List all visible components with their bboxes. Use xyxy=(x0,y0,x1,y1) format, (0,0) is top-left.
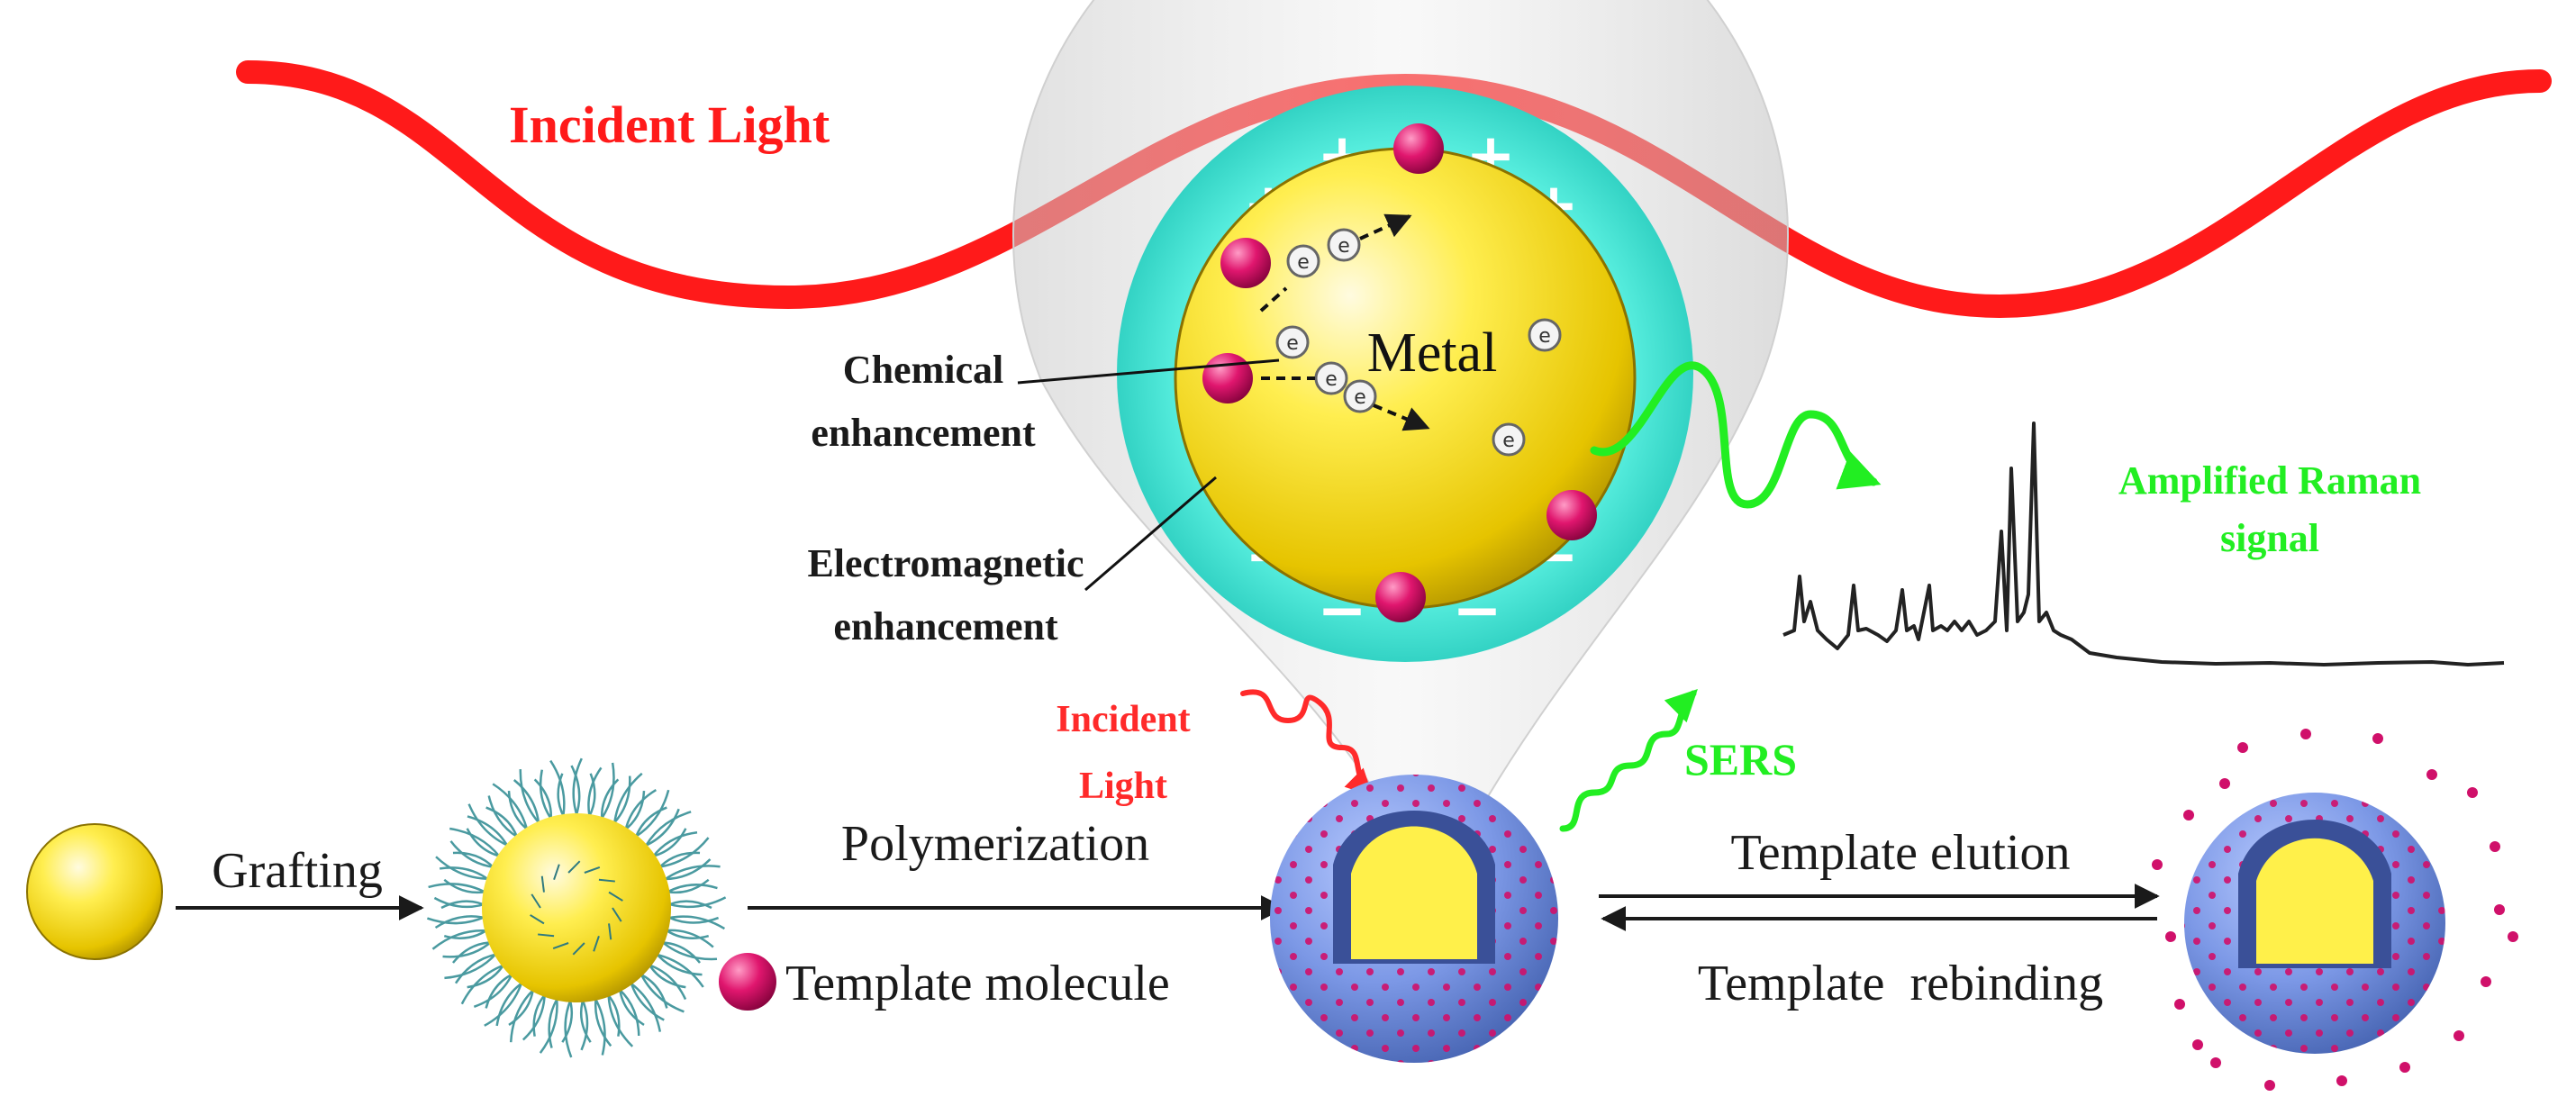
eluted-particle xyxy=(2152,729,2518,1091)
free-template-molecule xyxy=(2174,999,2185,1010)
template-molecule xyxy=(1393,123,1444,174)
polymer-chain xyxy=(530,914,545,925)
free-template-molecule xyxy=(2192,1039,2203,1050)
electrons: e e e e e e e xyxy=(1275,228,1562,457)
svg-text:e: e xyxy=(1338,235,1350,258)
polymer-chain xyxy=(593,935,600,952)
svg-text:e: e xyxy=(1286,332,1299,355)
polymer-chain xyxy=(612,907,622,922)
free-template-molecule xyxy=(2426,769,2437,780)
svg-text:e: e xyxy=(1538,325,1551,348)
free-template-molecule xyxy=(2165,931,2176,942)
incident-light-label: Incident Light xyxy=(509,95,830,154)
free-template-molecule xyxy=(2300,729,2311,739)
template-molecule-icon xyxy=(719,953,776,1011)
electron: e xyxy=(1275,325,1310,359)
svg-text:e: e xyxy=(1297,251,1310,274)
polymer-chain xyxy=(540,875,545,893)
free-template-molecule xyxy=(2237,742,2248,753)
free-template-molecule xyxy=(2372,733,2383,744)
electron-transfer-arrows xyxy=(1259,213,1430,431)
svg-text:e: e xyxy=(1354,386,1366,409)
free-template-molecule xyxy=(2490,841,2500,852)
svg-text:e: e xyxy=(1325,368,1338,391)
template-molecule xyxy=(1220,238,1271,288)
polymer-chain xyxy=(656,936,718,961)
electron: e xyxy=(1492,422,1526,457)
grafted-particle xyxy=(426,757,727,1058)
template-molecule xyxy=(1202,353,1253,403)
template-elution-label: Template elution xyxy=(1730,825,2070,881)
electromagnetic-enhancement-label-line2: enhancement xyxy=(833,604,1058,648)
polymer-chain xyxy=(567,860,581,874)
electron: e xyxy=(1528,318,1562,352)
polymer-chain xyxy=(538,933,555,938)
incident-light-small-label-line2: Light xyxy=(1079,766,1167,807)
incident-light-small-label-line1: Incident xyxy=(1056,699,1190,740)
polymer-chain xyxy=(658,865,721,885)
template-rebinding-label: Template rebinding xyxy=(1698,956,2103,1011)
bound-template-molecules xyxy=(1202,123,1597,622)
electromagnetic-pointer xyxy=(1084,476,1217,592)
chemical-pointer xyxy=(1017,358,1280,385)
template-molecule xyxy=(1547,490,1597,540)
free-template-molecule xyxy=(2264,1080,2275,1091)
sers-wave xyxy=(1559,689,1698,832)
amplified-raman-label-line1: Amplified Raman xyxy=(2118,458,2421,503)
free-template-molecule xyxy=(2210,1057,2221,1068)
electron: e xyxy=(1286,244,1320,278)
polymer-chain xyxy=(598,878,615,883)
electromagnetic-enhancement-label-line1: Electromagnetic xyxy=(807,541,1084,585)
gold-nanoparticle xyxy=(26,823,163,960)
electron: e xyxy=(1343,379,1377,413)
template-molecule-label: Template molecule xyxy=(785,956,1170,1011)
free-template-molecule xyxy=(2183,810,2194,820)
grafting-label: Grafting xyxy=(212,843,383,899)
incident-light-small-wave xyxy=(1240,689,1374,797)
free-template-molecule xyxy=(2336,1075,2347,1086)
raman-spectrum xyxy=(1782,422,2505,666)
chemical-enhancement-label-line2: enhancement xyxy=(811,411,1036,455)
polymer-chain xyxy=(608,923,612,940)
amplified-raman-label-line2: signal xyxy=(2220,516,2319,560)
free-template-molecule xyxy=(2219,778,2230,789)
sers-label: SERS xyxy=(1684,734,1797,784)
imprinted-particle xyxy=(1270,775,1558,1063)
chemical-enhancement-label-line1: Chemical xyxy=(843,348,1003,392)
free-template-molecule xyxy=(2494,904,2505,915)
polymer-chain xyxy=(531,893,541,909)
polymer-chain xyxy=(584,866,601,874)
polymer-chain xyxy=(553,864,560,881)
electron: e xyxy=(1314,361,1348,395)
free-template-molecule xyxy=(2399,1062,2410,1073)
metal-label: Metal xyxy=(1367,322,1498,384)
free-template-molecule xyxy=(2454,1030,2464,1041)
template-molecule xyxy=(1375,572,1426,622)
free-template-molecule xyxy=(2152,859,2163,870)
polymerization-label: Polymerization xyxy=(841,816,1149,872)
scattered-light-wave xyxy=(1590,361,1882,509)
svg-text:e: e xyxy=(1502,430,1515,452)
polymer-chain xyxy=(608,891,623,902)
electron: e xyxy=(1327,228,1361,262)
free-template-molecule xyxy=(2467,787,2478,798)
polymer-chain xyxy=(572,942,585,956)
free-template-molecule xyxy=(2508,931,2518,942)
polymer-chain xyxy=(552,942,569,950)
polymer-chain xyxy=(596,762,615,826)
free-template-molecule xyxy=(2481,976,2491,987)
